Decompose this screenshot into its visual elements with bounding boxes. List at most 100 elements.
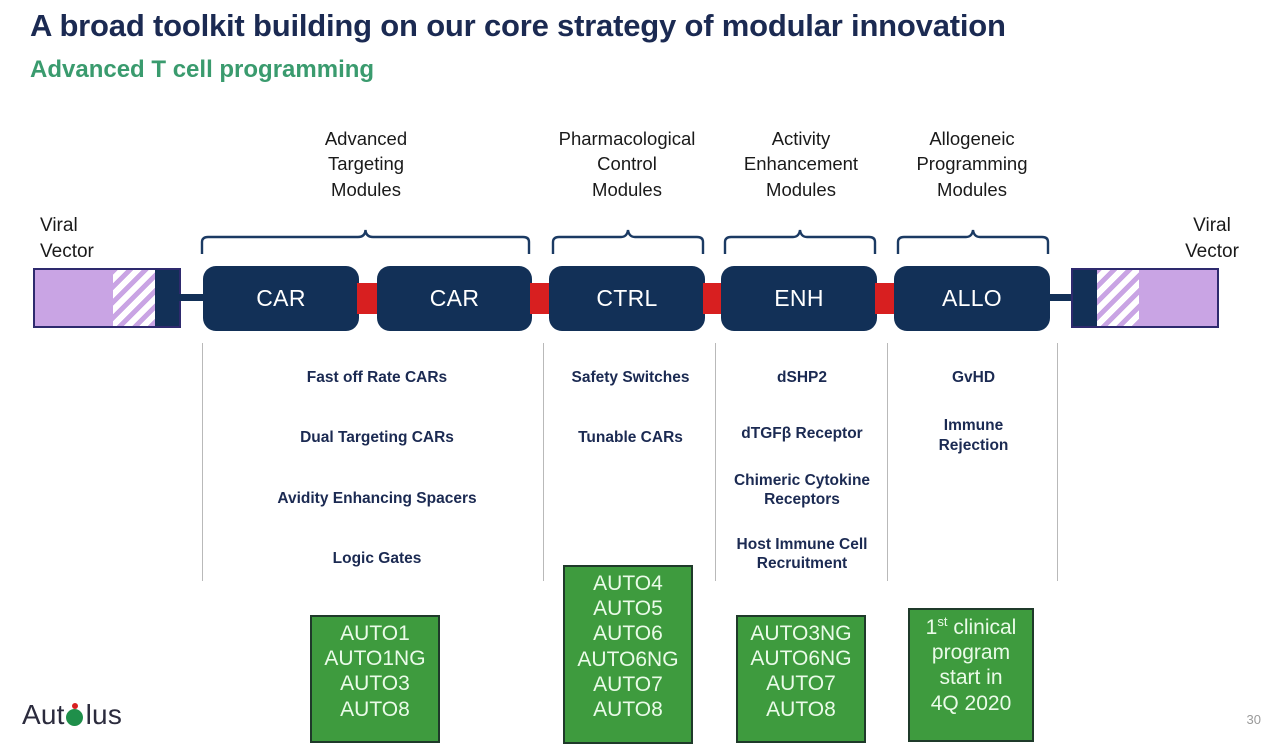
bullet-line: Immune (943, 417, 1004, 435)
bullet-list-activity-enhancement: dSHP2 dTGFβ Receptor Chimeric Cytokine R… (719, 368, 885, 573)
program-note-line: start in (939, 666, 1003, 690)
group-header-line: Modules (592, 178, 662, 200)
bullet-item: dSHP2 (777, 369, 827, 386)
bullet-line: Host Immune Cell (736, 535, 868, 553)
bracket-icon (723, 229, 877, 254)
module-box-allo[interactable]: ALLO (894, 266, 1050, 331)
column-divider (543, 343, 544, 581)
group-header-line: Advanced (324, 128, 408, 149)
connector-right (1048, 294, 1076, 301)
group-header-line: Modules (937, 178, 1007, 200)
program-item: AUTO7 (766, 672, 836, 696)
bullet-item: Immune Rejection (892, 416, 1055, 455)
bracket-advanced-targeting (200, 228, 531, 254)
program-item: AUTO6 (593, 622, 663, 646)
program-box-activity-enhancement[interactable]: AUTO3NG AUTO6NG AUTO7 AUTO8 (736, 615, 866, 743)
logo-disc (65, 708, 83, 726)
module-box-enh[interactable]: ENH (721, 266, 877, 331)
program-box-pharmacological-control[interactable]: AUTO4 AUTO5 AUTO6 AUTO6NG AUTO7 AUTO8 (563, 565, 693, 744)
bullet-list-pharmacological-control: Safety Switches Tunable CARs (549, 368, 712, 448)
bullet-item: Tunable CARs (578, 429, 683, 447)
logo-text-before: Aut (22, 699, 65, 730)
bracket-allogeneic-programming (896, 228, 1050, 254)
group-header-line: Modules (766, 178, 836, 200)
group-header-advanced-targeting: Advanced Targeting Modules (286, 126, 446, 202)
page-subtitle: Advanced T cell programming (30, 56, 375, 83)
connector-left (179, 294, 207, 301)
program-item: AUTO6NG (750, 647, 852, 671)
viral-vector-right-label: Viral Vector (1152, 213, 1272, 264)
linker-red-3 (703, 283, 725, 314)
group-header-line: Modules (331, 178, 401, 200)
viral-vector-left (33, 268, 181, 328)
viral-vector-label-line: Viral (1193, 215, 1231, 236)
column-divider (1057, 343, 1058, 581)
program-item: AUTO1 (340, 622, 410, 645)
program-item: AUTO5 (593, 597, 663, 621)
bullet-item: dTGFβ Receptor (741, 425, 863, 443)
bullet-item: Safety Switches (571, 369, 690, 386)
bracket-pharmacological-control (551, 228, 705, 254)
program-box-advanced-targeting[interactable]: AUTO1 AUTO1NG AUTO3 AUTO8 (310, 615, 440, 743)
column-divider (887, 343, 888, 581)
group-header-allogeneic-programming: Allogeneic Programming Modules (884, 126, 1060, 202)
vector-navy-segment (1073, 270, 1097, 326)
module-box-car-2[interactable]: CAR (377, 266, 532, 331)
viral-vector-right (1071, 268, 1219, 328)
program-item: AUTO4 (593, 572, 663, 595)
bracket-icon (896, 229, 1050, 254)
bracket-icon (551, 229, 705, 254)
bracket-activity-enhancement (723, 228, 877, 254)
vector-navy-segment (155, 270, 179, 326)
bullet-item: Dual Targeting CARs (300, 429, 454, 447)
bullet-line: Chimeric Cytokine (733, 471, 871, 489)
group-header-line: Control (597, 153, 657, 175)
program-note-line: 4Q 2020 (930, 691, 1012, 715)
program-note-line: program (931, 641, 1011, 665)
program-note-line: 1st clinical (916, 614, 1026, 640)
program-item: AUTO3 (340, 672, 410, 696)
viral-vector-left-label: Viral Vector (40, 213, 160, 264)
viral-vector-label-line: Vector (1185, 240, 1239, 262)
bullet-item: Fast off Rate CARs (306, 369, 448, 386)
program-item: AUTO1NG (324, 647, 426, 671)
program-note-word: clinical (953, 616, 1017, 639)
module-box-car-1[interactable]: CAR (203, 266, 359, 331)
module-box-ctrl[interactable]: CTRL (549, 266, 705, 331)
vector-hatched-segment (113, 270, 155, 326)
program-item: AUTO3NG (750, 622, 852, 645)
autolus-logo: Aut lus (22, 699, 122, 731)
group-header-pharmacological-control: Pharmacological Control Modules (533, 126, 721, 202)
group-header-line: Allogeneic (929, 128, 1015, 149)
program-note-number: 1 (925, 616, 938, 639)
bullet-item: Host Immune Cell Recruitment (719, 535, 885, 574)
group-header-line: Enhancement (743, 153, 859, 175)
logo-dot (71, 702, 78, 709)
group-header-line: Targeting (327, 153, 405, 175)
linker-red-4 (875, 283, 897, 314)
viral-vector-label-line: Viral (40, 215, 78, 236)
program-item: AUTO8 (593, 697, 663, 721)
column-divider (202, 343, 203, 581)
bullet-line: Rejection (938, 436, 1009, 454)
linker-red-2 (530, 283, 552, 314)
program-item: AUTO8 (766, 697, 836, 721)
page-number: 30 (1246, 712, 1261, 727)
vector-solid-segment (1139, 270, 1217, 326)
viral-vector-label-line: Vector (40, 240, 94, 262)
vector-hatched-segment (1097, 270, 1139, 326)
group-header-line: Programming (916, 153, 1028, 175)
bullet-item: GvHD (951, 369, 996, 386)
vector-solid-segment (35, 270, 113, 326)
column-divider (715, 343, 716, 581)
bullet-list-advanced-targeting: Fast off Rate CARs Dual Targeting CARs A… (212, 368, 542, 569)
group-header-line: Activity (771, 128, 831, 149)
program-box-allogeneic-programming[interactable]: 1st clinical program start in 4Q 2020 (908, 608, 1034, 742)
bullet-line: Recruitment (756, 554, 848, 572)
program-note-ordinal: st (937, 614, 948, 629)
bullet-item: Avidity Enhancing Spacers (277, 489, 477, 507)
linker-red-1 (357, 283, 379, 314)
page-title: A broad toolkit building on our core str… (30, 8, 1006, 43)
bracket-icon (200, 229, 531, 254)
